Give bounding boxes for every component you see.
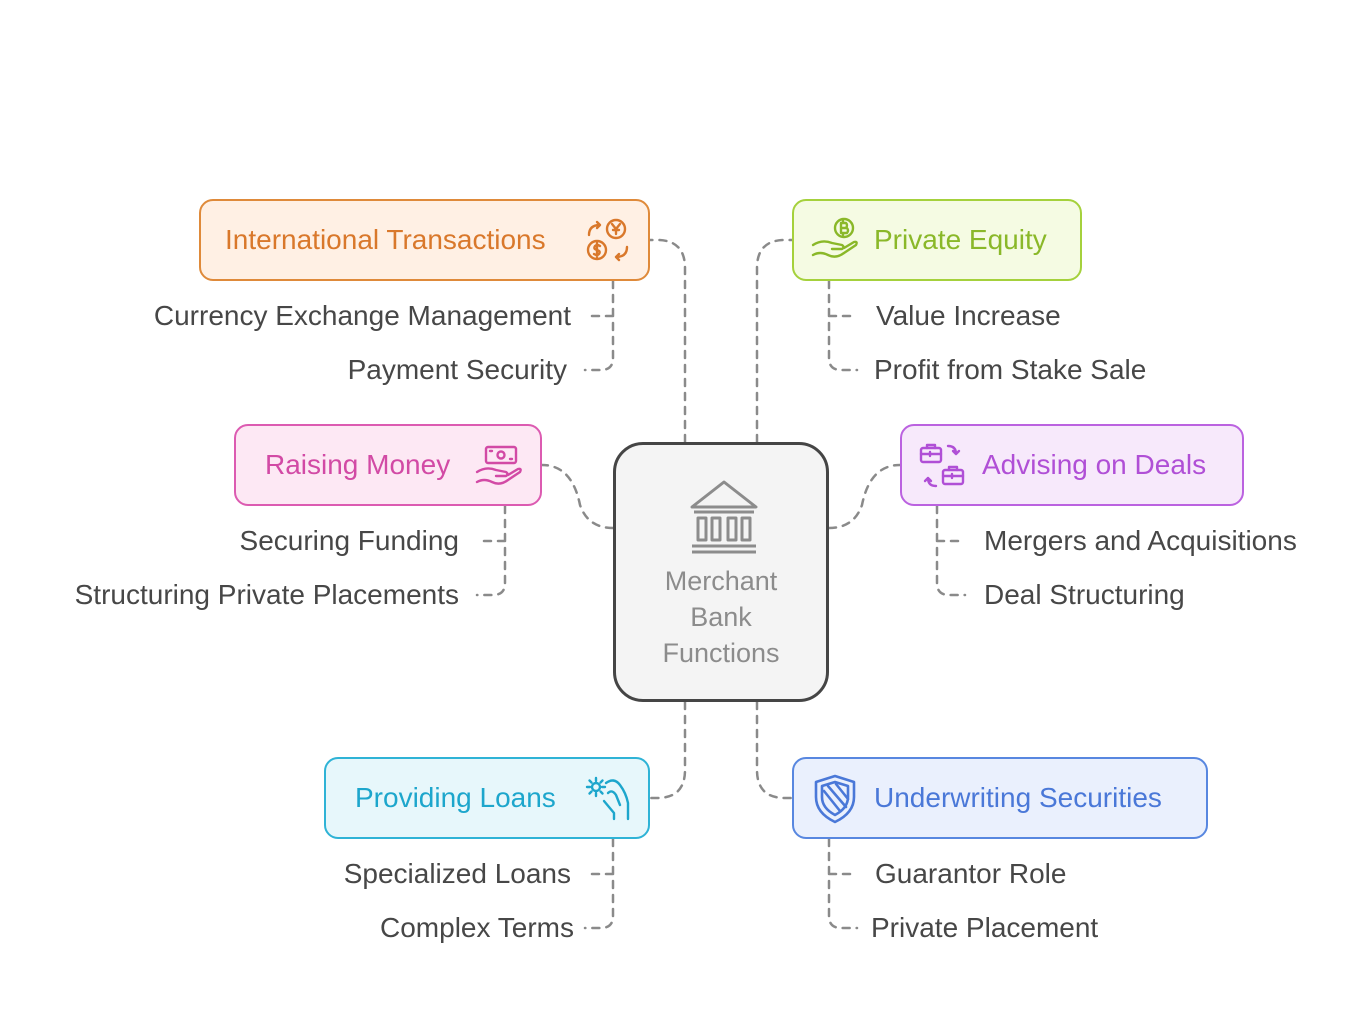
leaf-complex-terms: Complex Terms	[380, 912, 574, 943]
connector-intl-leaves	[583, 279, 615, 372]
leaf-value-increase: Value Increase	[876, 300, 1061, 331]
leaf-specialized-loans: Specialized Loans	[343, 858, 571, 889]
branch-label: Providing Loans	[355, 782, 556, 813]
branch-private-equity: Private Equity	[792, 199, 1082, 281]
hand-coin-icon	[810, 215, 860, 265]
branch-providing-loans: Providing Loans	[324, 757, 650, 839]
connector-center-under	[755, 700, 794, 800]
branch-underwriting-securities: Underwriting Securities	[792, 757, 1208, 839]
leaf-mergers-and-acquisitions: Mergers and Acquisitions	[984, 525, 1297, 556]
leaf-securing-funding: Securing Funding	[239, 525, 459, 556]
branch-label: Underwriting Securities	[874, 782, 1162, 813]
briefcase-exchange-icon	[918, 442, 966, 490]
shield-icon	[812, 773, 858, 825]
center-title-line: Bank	[690, 602, 752, 632]
branch-label: Private Equity	[874, 224, 1047, 255]
connector-loans-leaves	[583, 837, 615, 930]
center-title-line: Functions	[662, 638, 780, 668]
leaf-structuring-private-placements: Structuring Private Placements	[74, 579, 459, 610]
connector-advise-leaves	[935, 504, 967, 597]
leaf-private-placement: Private Placement	[871, 912, 1099, 943]
connector-pe-leaves	[827, 279, 859, 372]
connector-center-raise	[540, 463, 615, 530]
branch-raising-money: Raising Money	[234, 424, 542, 506]
bank-building-icon	[690, 480, 758, 554]
branch-label: International Transactions	[225, 224, 546, 255]
leaf-guarantor-role: Guarantor Role	[875, 858, 1067, 889]
branch-international-transactions: International Transactions	[199, 199, 650, 281]
branch-advising-on-deals: Advising on Deals	[900, 424, 1244, 506]
connector-center-advise	[827, 463, 902, 530]
center-title: Merchant Bank Functions	[616, 563, 826, 671]
connector-center-intl	[648, 238, 687, 444]
leaf-payment-security: Payment Security	[347, 354, 567, 385]
center-node: Merchant Bank Functions	[613, 442, 829, 702]
leaf-profit-from-stake-sale: Profit from Stake Sale	[874, 354, 1147, 385]
connector-raise-leaves	[475, 504, 507, 597]
connector-center-loans	[648, 700, 687, 800]
connector-under-leaves	[827, 837, 859, 930]
leaf-deal-structuring: Deal Structuring	[984, 579, 1185, 610]
hand-money-icon	[474, 444, 524, 490]
currency-exchange-icon	[584, 217, 632, 265]
hand-gear-icon	[584, 775, 634, 823]
center-title-line: Merchant	[664, 566, 778, 596]
leaf-currency-exchange-management: Currency Exchange Management	[153, 300, 571, 331]
connector-center-pe	[755, 238, 794, 444]
branch-label: Advising on Deals	[982, 449, 1207, 480]
branch-label: Raising Money	[265, 449, 451, 480]
